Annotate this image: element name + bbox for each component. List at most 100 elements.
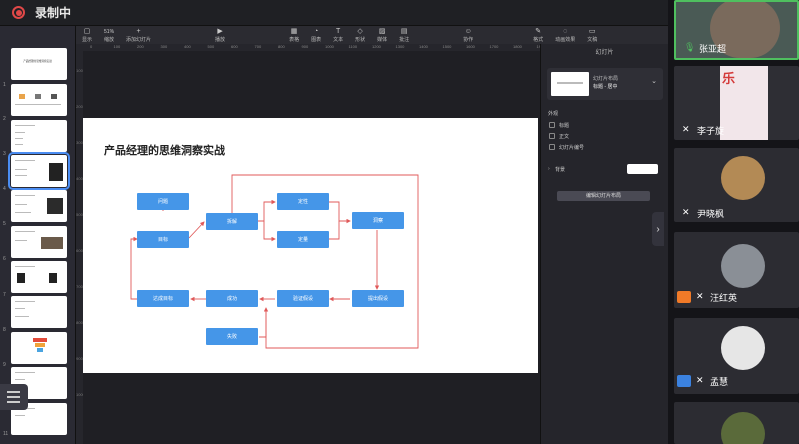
user-icon bbox=[677, 375, 691, 387]
chevron-down-icon: ⌄ bbox=[651, 78, 657, 85]
panel-title: 幻灯片 bbox=[595, 50, 614, 56]
participant-avatar bbox=[721, 156, 765, 200]
participants-panel: 🎙 张亚超 乐 ✕ 李子旋 ✕ 尹晓枫 ✕ 汪红英 ✕ 孟慧 bbox=[668, 0, 799, 444]
ruler-tick: 400 bbox=[184, 44, 191, 49]
slide-thumbnail-5[interactable] bbox=[11, 190, 67, 222]
zoom-select[interactable]: 51%缩放 bbox=[104, 28, 115, 43]
ruler-tick: 1200 bbox=[372, 44, 381, 49]
slide[interactable]: 产品经理的思维洞察实战 bbox=[83, 118, 538, 373]
body-checkbox-label: 正文 bbox=[559, 134, 570, 140]
format-button[interactable]: ✎格式 bbox=[533, 27, 544, 43]
body-checkbox[interactable] bbox=[549, 133, 555, 139]
logo-text: 乐 bbox=[722, 71, 736, 86]
mic-muted-icon: ✕ bbox=[682, 124, 690, 134]
slide-number: 4 bbox=[3, 186, 6, 192]
view-button[interactable]: ▢显示 bbox=[82, 27, 93, 43]
ruler-tick: 500 bbox=[76, 212, 83, 217]
table-button[interactable]: ▦表格 bbox=[289, 27, 300, 43]
chart-icon: ◔ bbox=[313, 27, 319, 35]
participant-avatar bbox=[720, 66, 768, 140]
ruler-tick: 1000 bbox=[325, 44, 334, 49]
node-goal[interactable]: 目标 bbox=[137, 231, 189, 248]
participant-name: 张亚超 bbox=[699, 44, 727, 54]
participant-tile[interactable]: 乐 ✕ 李子旋 bbox=[674, 66, 799, 140]
slide-thumbnail-2[interactable] bbox=[11, 84, 67, 116]
title-checkbox[interactable] bbox=[549, 122, 555, 128]
ruler-tick: 300 bbox=[76, 140, 83, 145]
node-success[interactable]: 成功 bbox=[206, 290, 258, 307]
ruler-tick: 200 bbox=[76, 104, 83, 109]
animate-icon: ◌ bbox=[563, 27, 568, 35]
participant-tile[interactable]: ✕ 孟慧 bbox=[674, 318, 799, 394]
slide-thumbnail-7[interactable] bbox=[11, 261, 67, 293]
ruler-tick: 600 bbox=[76, 248, 83, 253]
node-quantitative[interactable]: 定量 bbox=[277, 231, 329, 248]
view-icon: ▢ bbox=[83, 27, 91, 35]
chart-button[interactable]: ◔图表 bbox=[311, 27, 322, 43]
ruler-tick: 1100 bbox=[348, 44, 358, 49]
play-button[interactable]: ▶播放 bbox=[215, 27, 226, 43]
node-breakdown[interactable]: 拆解 bbox=[206, 213, 258, 230]
ruler-tick: 1000 bbox=[76, 392, 83, 397]
slide-number-checkbox[interactable] bbox=[549, 144, 555, 150]
participant-video bbox=[710, 2, 780, 58]
ruler-tick: 800 bbox=[278, 44, 285, 49]
participant-tile[interactable]: ✕ 汪红英 bbox=[674, 232, 799, 308]
animate-button[interactable]: ◌动画效果 bbox=[555, 27, 576, 43]
node-achieve-goal[interactable]: 达成目标 bbox=[137, 290, 189, 307]
collaborate-button[interactable]: ☺协作 bbox=[463, 27, 474, 43]
edit-layout-button[interactable]: 编辑幻灯片布局 bbox=[557, 191, 650, 201]
node-problem[interactable]: 问题 bbox=[137, 193, 189, 210]
user-icon bbox=[677, 291, 691, 303]
ruler-tick: 1900 bbox=[536, 44, 541, 49]
slide-thumbnail-8[interactable] bbox=[11, 296, 67, 328]
layout-selector[interactable]: 幻灯片布局 标题 - 居中 ⌄ bbox=[547, 68, 663, 100]
slide-title[interactable]: 产品经理的思维洞察实战 bbox=[104, 145, 225, 157]
participant-tile[interactable] bbox=[674, 402, 799, 444]
background-color-swatch[interactable] bbox=[627, 164, 658, 174]
node-qualitative[interactable]: 定性 bbox=[277, 193, 329, 210]
chevron-right-icon[interactable]: › bbox=[652, 212, 664, 246]
background-label: 背景 bbox=[555, 167, 566, 173]
mic-icon: 🎙 bbox=[684, 42, 696, 52]
slide-number: 1 bbox=[3, 82, 6, 88]
node-verify[interactable]: 验证假设 bbox=[277, 290, 329, 307]
slide-number: 5 bbox=[3, 221, 6, 227]
mic-muted-icon: ✕ bbox=[696, 375, 704, 385]
comment-button[interactable]: ▤批注 bbox=[399, 27, 410, 43]
chevron-right-icon[interactable]: › bbox=[548, 166, 550, 172]
media-button[interactable]: ▨媒体 bbox=[377, 27, 388, 43]
document-button[interactable]: ▭文稿 bbox=[587, 27, 598, 43]
recording-title: 录制中 bbox=[35, 6, 72, 20]
node-fail[interactable]: 失败 bbox=[206, 328, 258, 345]
slide-number: 7 bbox=[3, 292, 6, 298]
mic-muted-icon: ✕ bbox=[696, 291, 704, 301]
appearance-heading: 外观 bbox=[548, 111, 559, 117]
participant-tile[interactable]: ✕ 尹晓枫 bbox=[674, 148, 799, 222]
add-slide-button[interactable]: +添加幻灯片 bbox=[126, 27, 152, 43]
record-icon[interactable] bbox=[12, 6, 25, 19]
participant-name: 汪红英 bbox=[710, 293, 738, 303]
recording-bar: 录制中 bbox=[0, 0, 668, 26]
menu-list-icon[interactable] bbox=[0, 384, 28, 410]
slide-thumbnail-3[interactable] bbox=[11, 120, 67, 152]
node-hypothesis[interactable]: 提出假设 bbox=[352, 290, 404, 307]
ruler-tick: 700 bbox=[76, 284, 83, 289]
slide-thumbnail-6[interactable] bbox=[11, 226, 67, 258]
ruler-tick: 300 bbox=[160, 44, 168, 49]
node-insight[interactable]: 洞察 bbox=[352, 212, 404, 229]
participant-name: 尹晓枫 bbox=[697, 209, 725, 219]
slide-navigator: 1 产品经理的思维洞察实战 2 3 4 5 6 bbox=[0, 26, 76, 444]
participant-tile[interactable]: 🎙 张亚超 bbox=[674, 0, 799, 60]
mic-muted-icon: ✕ bbox=[682, 207, 690, 217]
comment-icon: ▤ bbox=[400, 27, 408, 35]
inspector-panel: 幻灯片 幻灯片布局 标题 - 居中 ⌄ 外观 标题 正文 幻灯片编号 › 背景 … bbox=[540, 44, 668, 444]
slide-thumbnail-4[interactable] bbox=[8, 152, 70, 190]
ruler-tick: 0 bbox=[90, 44, 93, 49]
slide-thumbnail-9[interactable] bbox=[11, 332, 67, 364]
layout-label: 幻灯片布局 bbox=[593, 76, 619, 82]
slide-thumbnail-1[interactable]: 产品经理的思维洞察实战 bbox=[11, 48, 67, 80]
shape-button[interactable]: ◇形状 bbox=[355, 27, 366, 43]
